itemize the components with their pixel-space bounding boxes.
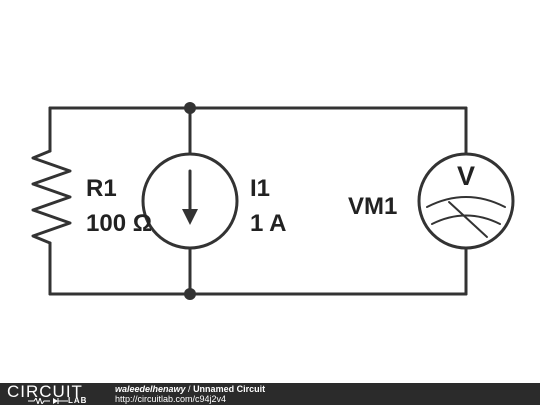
author-link[interactable]: waleedelhenawy (115, 384, 186, 394)
circuit-url-link[interactable]: http://circuitlab.com/c94j2v4 (115, 394, 227, 404)
vm1-name-label: VM1 (348, 193, 397, 220)
i1-name-label: I1 (250, 175, 270, 202)
arrow-down-icon (182, 209, 198, 225)
circuit-title: Unnamed Circuit (193, 384, 266, 394)
junction-bottom (184, 288, 196, 300)
voltmeter-dial-arc-outer (426, 196, 506, 208)
voltmeter-dial-arc-inner (431, 214, 501, 225)
voltmeter-symbol: V (457, 161, 475, 191)
i1-value-label: 1 A (250, 210, 286, 237)
r1-name-label: R1 (86, 175, 117, 202)
meta-separator: / (185, 384, 194, 394)
circuitlab-logo-text: CIRCUIT (7, 382, 83, 401)
r1-value-label: 100 Ω (86, 210, 152, 237)
voltmeter-needle (448, 201, 488, 238)
circuit-meta: waleedelhenawy / Unnamed Circuit (115, 384, 265, 394)
circuitlab-logo-subtext: LAB (68, 396, 88, 405)
resistor-logo-icon (28, 398, 68, 404)
footer-bar: CIRCUIT LAB waleedelhenawy / Unnamed Cir… (0, 383, 540, 405)
junction-top (184, 102, 196, 114)
resistor-r1-zigzag (31, 149, 72, 245)
